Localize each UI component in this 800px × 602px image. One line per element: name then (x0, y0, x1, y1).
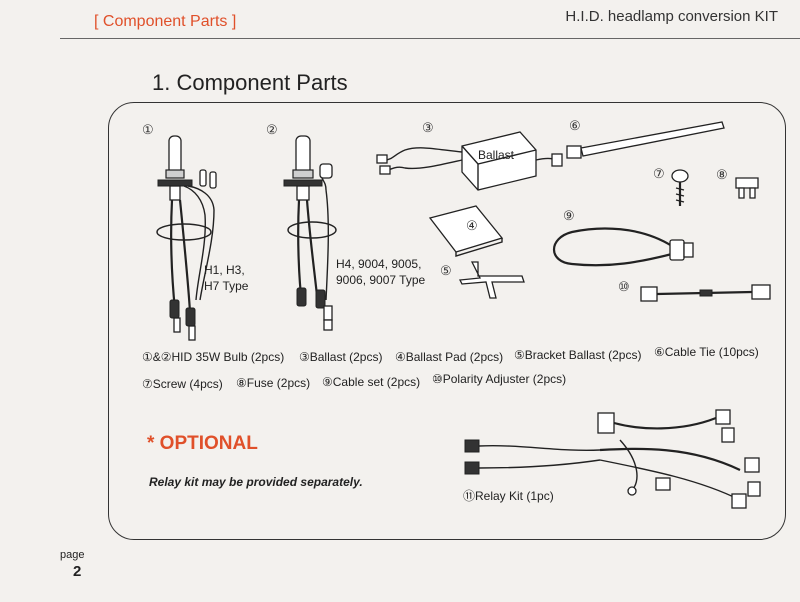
page-title: 1. Component Parts (152, 70, 348, 95)
ballast-illustration (376, 131, 563, 191)
bulb-h1-illustration (156, 135, 217, 341)
part-number-7: ⑦ (653, 166, 665, 181)
parts-list-item: ⑦Screw (4pcs) (142, 377, 223, 391)
parts-list-item: ①&②HID 35W Bulb (2pcs) (142, 350, 285, 364)
ballast-pad-illustration (428, 205, 504, 257)
page-label: page (60, 549, 85, 561)
parts-list-item: ⑥Cable Tie (10pcs) (654, 345, 759, 359)
relay-kit-illustration (464, 409, 761, 509)
bracket-ballast-illustration (458, 261, 525, 299)
polarity-adjuster-illustration (640, 284, 771, 302)
parts-list-item: ⑩Polarity Adjuster (2pcs) (432, 372, 567, 386)
fuse-illustration (735, 177, 759, 199)
kit-title: H.I.D. headlamp conversion KIT (565, 8, 778, 25)
header-rule (60, 38, 800, 39)
cable-tie-illustration (566, 121, 725, 159)
page-number: 2 (73, 563, 82, 580)
part-number-4: ④ (466, 218, 478, 233)
cable-set-illustration (553, 227, 694, 267)
parts-list-item: ⑨Cable set (2pcs) (322, 375, 421, 389)
component-frame (108, 102, 786, 540)
parts-list-item: ③Ballast (2pcs) (299, 350, 383, 364)
part-number-3: ③ (422, 120, 434, 135)
relay-kit-note: Relay kit may be provided separately. (149, 475, 363, 489)
parts-list-item: ④Ballast Pad (2pcs) (395, 350, 504, 364)
part-number-6: ⑥ (569, 118, 581, 133)
optional-heading: * OPTIONAL (147, 433, 258, 454)
screw-illustration (671, 169, 689, 206)
parts-list-item: ⑧Fuse (2pcs) (236, 376, 311, 390)
relay-kit-caption: ⑪Relay Kit (1pc) (463, 489, 554, 503)
ballast-label: Ballast (478, 148, 515, 162)
part-number-8: ⑧ (716, 167, 728, 182)
parts-list-item: ⑤Bracket Ballast (2pcs) (514, 348, 642, 362)
part-number-5: ⑤ (440, 263, 452, 278)
part-number-2: ② (266, 122, 278, 137)
part-number-9: ⑨ (563, 208, 575, 223)
bulb-h4-illustration (283, 135, 337, 331)
part-number-10: ⑩ (618, 279, 630, 294)
part-number-1: ① (142, 122, 154, 137)
bulb-h1-caption: H1, H3, H7 Type (204, 263, 249, 293)
bulb-h4-caption: H4, 9004, 9005, 9006, 9007 Type (336, 257, 426, 287)
section-tag: [ Component Parts ] (94, 13, 237, 30)
